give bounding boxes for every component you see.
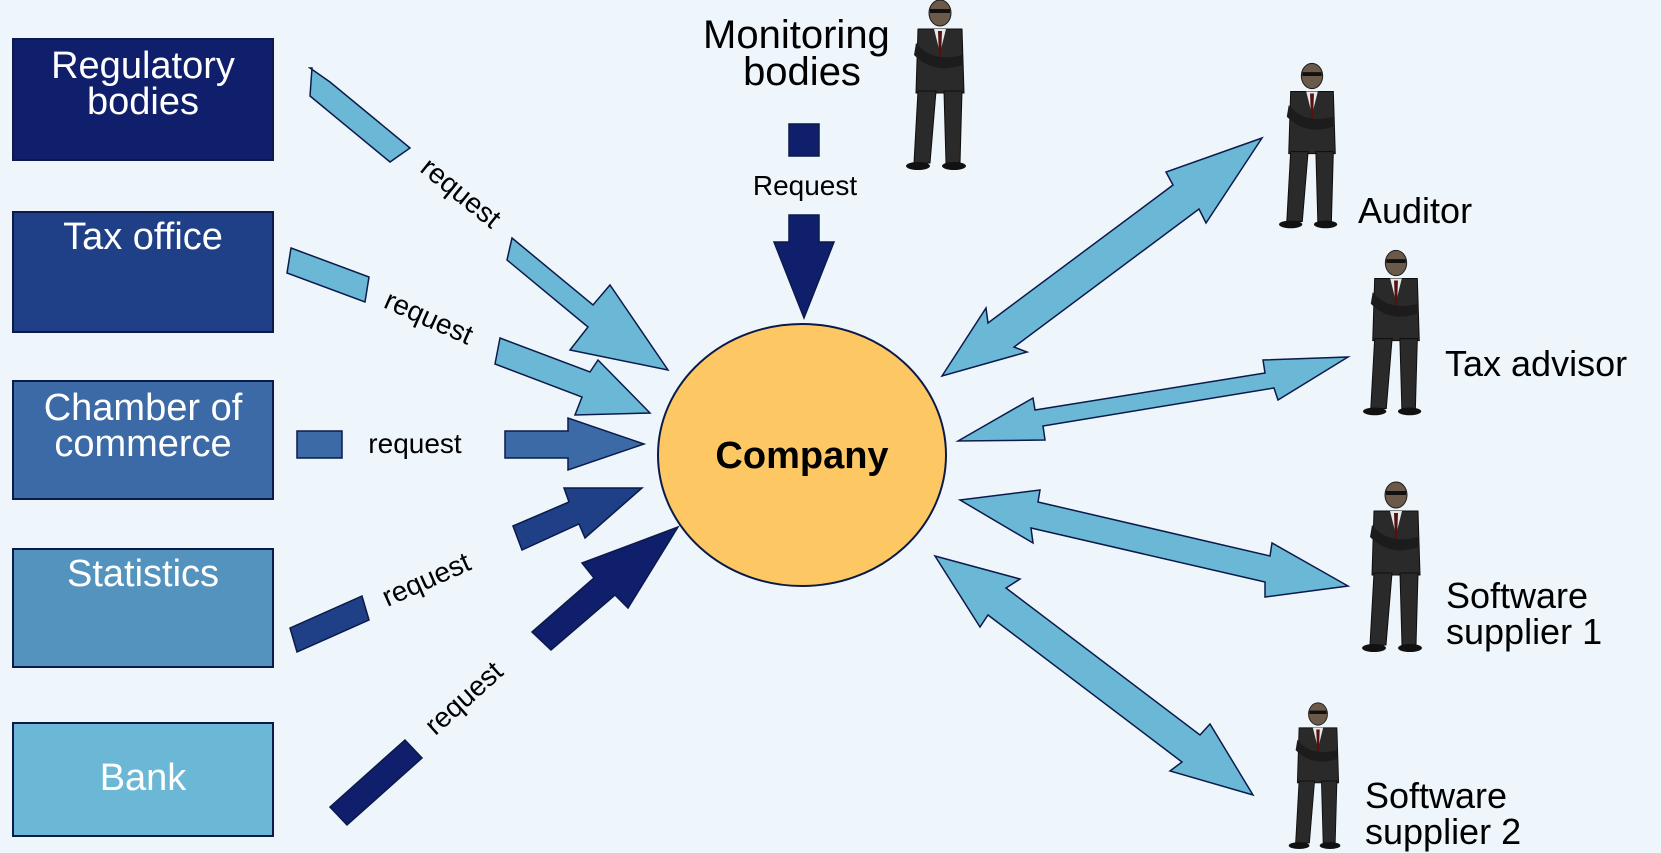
double-arrow [955,356,1351,442]
arrow-software-supplier-1 [957,489,1351,598]
auditor-label: Auditor [1358,190,1472,231]
software-supplier-2-person-icon [1288,702,1341,850]
company-label: Company [715,435,888,477]
arrow-tax-advisor [955,356,1351,442]
arrow-shaft [296,430,343,459]
request-label-2: request [380,284,478,350]
monitoring-request-label: Request [753,170,858,201]
arrow-head [506,236,670,372]
tax-advisor-label: Tax advisor [1445,343,1627,384]
request-label-1: request [415,151,507,234]
arrow-shaft [307,67,412,163]
tax-office-label: Tax office [63,216,223,258]
arrow-head [512,487,644,552]
arrow-shaft [328,738,424,827]
tax-office-box: Tax office [12,211,274,333]
arrow-regulatory-bodies: request [307,67,670,372]
double-arrow [940,136,1264,378]
double-arrow [957,489,1351,598]
regulatory-bodies-box: Regulatory bodies [12,38,274,161]
tax-advisor-person-icon [1362,249,1422,416]
regulatory-bodies-label: Regulatory bodies [51,45,235,123]
arrow-chamber-of-commerce: request [296,416,647,472]
bank-box: Bank [12,722,274,837]
request-label-4: request [377,546,475,612]
double-arrow [933,554,1255,797]
arrow-head [772,214,836,321]
arrow-head [504,416,647,472]
software-supplier-1-person-icon [1361,481,1423,653]
monitoring-bodies-text: Monitoring [703,13,890,57]
arrow-bank: request [328,525,680,827]
arrow-monitoring-bodies: Request [753,123,858,321]
request-label-5: request [419,655,509,741]
arrow-shaft [286,246,370,304]
monitoring-bodies-label: Monitoring bodies [703,13,901,94]
statistics-label: Statistics [66,553,220,595]
arrow-head [494,336,652,416]
bank-label: Bank [99,757,187,799]
chamber-of-commerce-label: Chamber of commerce [43,387,243,465]
arrow-head [530,525,680,652]
company-node: Company [657,323,947,587]
arrow-software-supplier-2 [933,554,1255,797]
company-circle [657,323,947,587]
auditor-person-icon [1278,62,1338,229]
arrow-shaft [289,594,370,654]
chamber-of-commerce-box: Chamber of commerce [12,380,274,500]
request-label-3: request [368,428,462,459]
monitoring-person-icon [905,0,967,171]
arrow-shaft [788,123,820,157]
statistics-box: Statistics [12,548,274,668]
arrow-auditor [940,136,1264,378]
